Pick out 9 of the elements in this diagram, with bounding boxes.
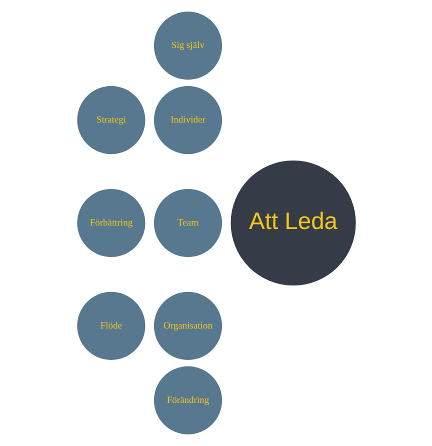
node-circle: Individer (153, 86, 222, 154)
node-circle: Sig själv (153, 12, 222, 80)
node-circle: Förbättring (76, 188, 145, 258)
node-circle: Förändring (153, 366, 222, 434)
node-circle: Strategi (76, 86, 145, 154)
node-circle: Organisation (153, 292, 222, 360)
node-circle: Att Leda (230, 160, 356, 286)
node-circle: Flöde (76, 292, 145, 360)
node-circle: Team (153, 188, 222, 258)
